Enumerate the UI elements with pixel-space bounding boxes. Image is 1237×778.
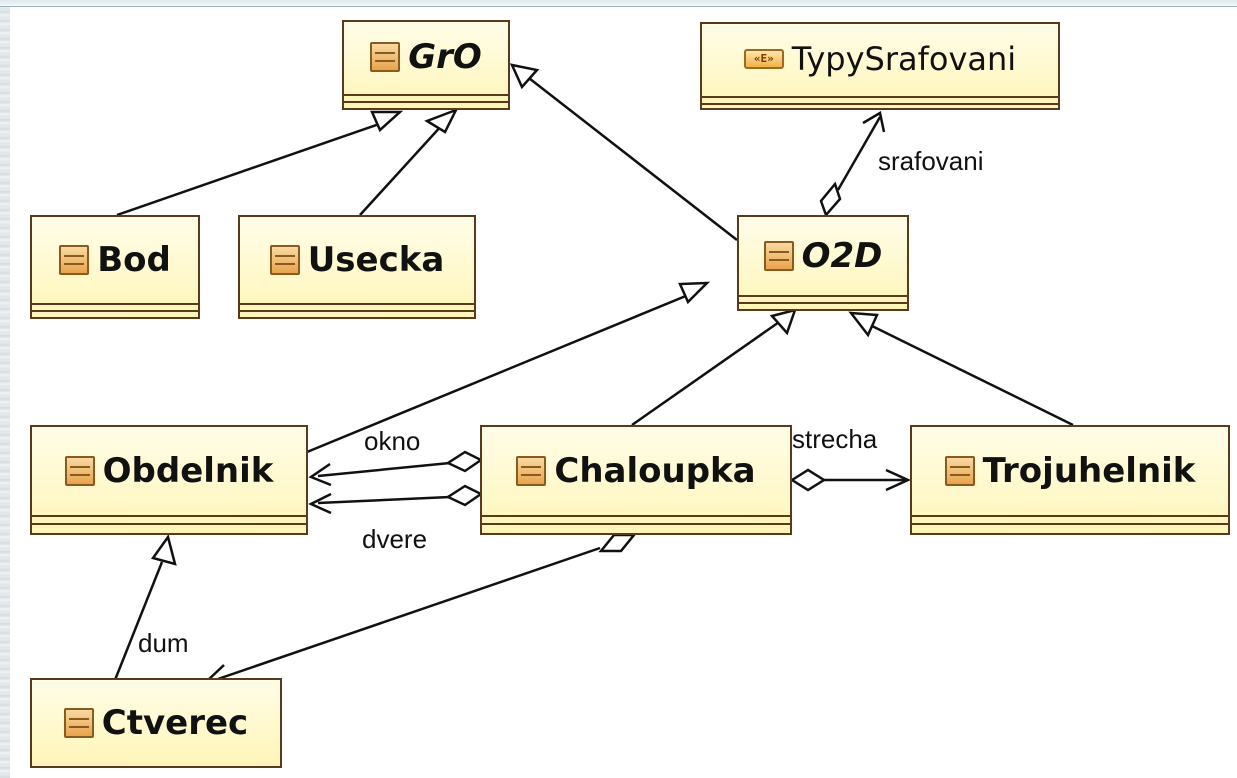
class-divider [482,515,790,517]
class-bod[interactable]: Bod [30,215,200,319]
edge-bod-gro [116,120,386,217]
class-gro[interactable]: GrO [342,20,510,110]
agg-diamond-strecha [789,468,827,492]
edge-obdelnik-o2d [306,291,694,454]
class-icon [944,456,975,486]
edge-trojuhelnik-o2d [867,322,1074,427]
class-chaloupka[interactable]: Chaloupka [480,425,792,535]
edge-ctverec-obdelnik [113,561,164,681]
arrowhead-dvere [308,492,332,515]
gen-arrow-usecka-gro [424,107,459,134]
class-divider [482,523,790,525]
class-icon [64,456,95,486]
class-divider [739,295,907,297]
class-icon [63,708,94,738]
label-dum: dum [138,628,189,658]
edge-dvere [317,495,451,505]
class-obdelnik[interactable]: Obdelnik [30,425,308,535]
agg-diamond-okno [445,450,484,473]
enum-typysrafovani[interactable]: «E» TypySrafovani [700,22,1060,110]
gen-arrow-o2d-gro [509,63,540,90]
class-icon [269,245,300,275]
class-usecka[interactable]: Usecka [238,215,476,319]
agg-diamond-chaloupka-ctverec [598,533,637,553]
class-name: Bod [97,240,171,280]
gen-arrow-trojuhelnik-o2d [848,311,879,338]
window-top-border [0,0,1237,7]
arrowhead-strecha [885,468,912,492]
class-divider [240,310,474,312]
class-divider [32,303,198,305]
window-left-border [0,0,10,778]
class-divider [32,515,306,517]
edge-usecka-gro [359,123,444,216]
class-divider [702,103,1058,105]
class-divider [912,523,1228,525]
edge-okno [317,461,451,478]
class-divider [32,523,306,525]
class-o2d[interactable]: O2D [737,215,909,311]
label-srafovani: srafovani [878,146,984,176]
arrowhead-typysrafovani [862,111,886,133]
class-divider [32,310,198,312]
class-divider [240,303,474,305]
class-icon [516,456,547,486]
class-icon [370,42,401,72]
agg-diamond-srafovani [819,181,842,218]
class-name: GrO [408,37,482,77]
class-divider [344,94,508,96]
agg-diamond-dvere [445,484,484,507]
edge-o2d-typysrafovani [836,116,882,191]
class-divider [739,302,907,304]
class-name: Ctverec [101,703,249,743]
gen-arrow-chaloupka-o2d [769,308,797,336]
enum-icon: «E» [743,49,784,69]
class-name: Chaloupka [554,451,756,491]
class-name: Usecka [307,240,445,280]
edge-chaloupka-ctverec [214,546,601,682]
class-name: Trojuhelnik [982,451,1196,491]
class-icon [763,241,794,271]
gen-arrow-obdelnik-o2d [678,281,711,305]
edge-chaloupka-o2d [631,318,783,427]
class-name: Obdelnik [102,451,274,491]
class-divider [912,515,1228,517]
arrowhead-okno [308,462,332,487]
label-okno: okno [364,426,421,456]
edge-o2d-gro [524,74,738,241]
class-name: TypySrafovani [791,40,1017,78]
label-strecha: strecha [792,424,878,454]
class-divider [702,96,1058,98]
class-icon [59,245,90,275]
class-trojuhelnik[interactable]: Trojuhelnik [910,425,1230,535]
gen-arrow-bod-gro [370,110,404,133]
class-ctverec[interactable]: Ctverec [30,678,282,768]
class-divider [344,101,508,103]
class-name: O2D [801,236,883,276]
label-dvere: dvere [362,524,428,554]
gen-arrow-ctverec-obdelnik [150,534,177,566]
